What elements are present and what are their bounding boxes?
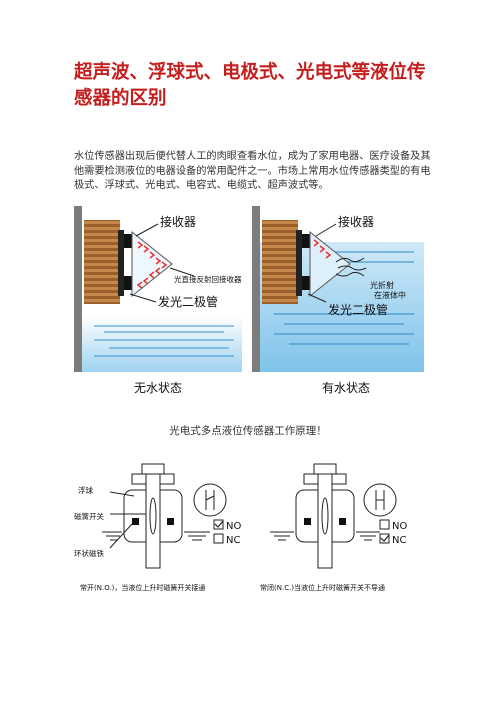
intro-paragraph: 水位传感器出现后便代替人工的肉眼查看水位，成为了家用电器、医疗设备及其他需要检测… <box>74 151 431 191</box>
coil-left <box>84 220 120 304</box>
checkbox-nc-checked <box>379 533 390 544</box>
figure-caption: 光电式多点液位传感器工作原理！ <box>169 425 327 437</box>
float-switch-figure: 浮球 磁簧开关 环状磁铁 NO NC 常开(N.O.)，当液位上升时磁簧开关接通 <box>74 463 407 592</box>
note-normally-open: 常开(N.O.)，当液位上升时磁簧开关接通 <box>80 583 205 592</box>
label-nc-left: NC <box>226 535 240 546</box>
checkbox-no-unchecked <box>379 519 390 530</box>
note-normally-closed: 常闭(N.C.)当液位上升时磁簧开关不导通 <box>260 583 385 592</box>
checkbox-no-checked <box>213 519 224 530</box>
label-emitter-right: 发光二极管 <box>328 302 388 317</box>
label-no-right: NO <box>392 521 407 532</box>
state-no-water: 无水状态 <box>134 381 182 395</box>
label-float: 浮球 <box>78 485 93 495</box>
label-no-left: NO <box>226 521 241 532</box>
label-refract: 光折射 <box>370 280 394 290</box>
label-in-liquid: 在液体中 <box>374 290 406 300</box>
state-with-water: 有水状态 <box>322 381 370 395</box>
float-switch-no: 浮球 磁簧开关 环状磁铁 NO NC 常开(N.O.)，当液位上升时磁簧开关接通 <box>74 463 241 592</box>
label-ring-magnet: 环状磁铁 <box>74 548 104 558</box>
page-title: 超声波、浮球式、电极式、光电式等液位传感器的区别 <box>74 62 426 109</box>
label-emitter-left: 发光二极管 <box>158 294 218 309</box>
float-switch-nc: NO NC 常闭(N.C.)当液位上升时磁簧开关不导通 <box>260 463 407 592</box>
checkbox-nc-unchecked <box>213 533 224 544</box>
optical-sensor-figure: 接收器 光直接反射回接收器 发光二极管 无水状态 <box>74 206 424 395</box>
label-receiver-left: 接收器 <box>160 214 196 229</box>
label-receiver-right: 接收器 <box>338 214 374 229</box>
label-reflect: 光直接反射回接收器 <box>174 274 242 284</box>
right-panel-with-water: 接收器 光折射 在液体中 发光二极管 有水状态 <box>252 206 424 395</box>
left-panel-no-water: 接收器 光直接反射回接收器 发光二极管 无水状态 <box>74 206 242 395</box>
label-reed-switch: 磁簧开关 <box>74 511 104 521</box>
label-nc-right: NC <box>392 535 406 546</box>
refract-arrows <box>313 239 332 259</box>
coil-right <box>262 220 298 304</box>
reflect-arrows <box>136 241 168 289</box>
